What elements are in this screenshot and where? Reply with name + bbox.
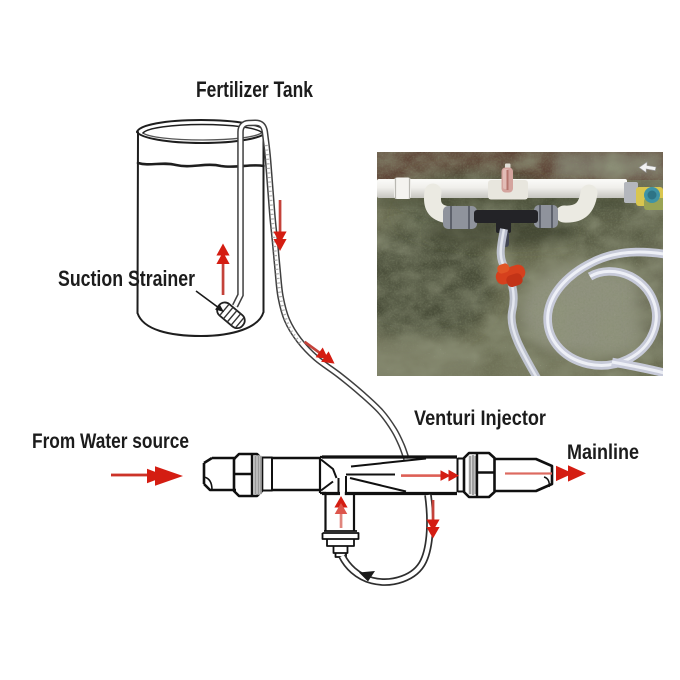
svg-text:Mainline: Mainline [567,441,639,464]
svg-text:Fertilizer Tank: Fertilizer Tank [196,77,314,102]
svg-text:Venturi Injector: Venturi Injector [414,407,546,430]
svg-text:From Water source: From Water source [32,430,189,453]
svg-text:Suction Strainer: Suction Strainer [58,266,195,291]
